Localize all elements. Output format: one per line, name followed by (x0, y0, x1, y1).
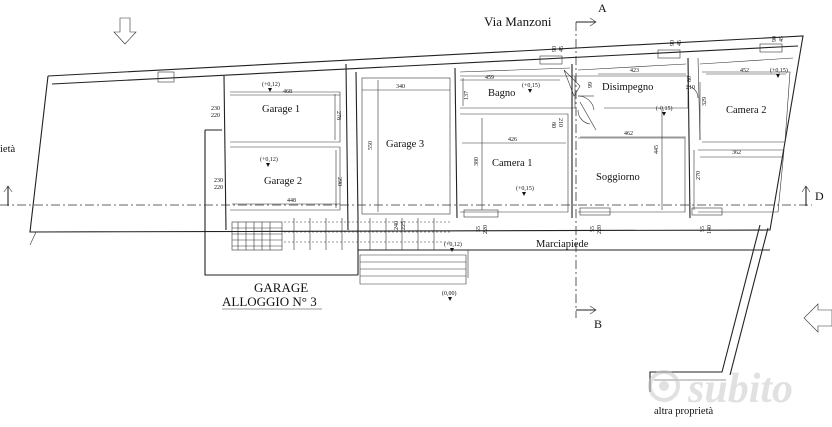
dim-dis-small: 80 (687, 76, 693, 82)
dim-g2-width: 448 (287, 198, 296, 204)
dim-bw3-b: 140 (707, 225, 713, 234)
watermark-text: subito (687, 366, 793, 412)
dim-win1-b: 45 (559, 46, 565, 52)
room-label-garage2: Garage 2 (264, 176, 302, 187)
arrow-down-icon (113, 17, 137, 45)
dim-bw1-b: 220 (483, 225, 489, 234)
dim-g1-side-a: 230 (211, 106, 220, 112)
dim-sog-width: 462 (624, 131, 633, 137)
level-garage1: (+0,12) (262, 81, 280, 88)
level-camera1: (+0,15) (516, 185, 534, 192)
room-label-camera1: Camera 1 (492, 158, 533, 169)
dim-g2-side-b: 220 (214, 185, 223, 191)
section-label-a: A (598, 1, 607, 15)
dim-sog-right: 362 (732, 150, 741, 156)
level-markers: (+0,12) (+0,12) (+0,15) (-0,15) (+0,15) … (260, 67, 788, 301)
watermark: subito (648, 366, 793, 412)
dim-bw1-a: 55 (476, 226, 482, 232)
section-label-b: B (594, 317, 602, 331)
title-line2: ALLOGGIO N° 3 (222, 294, 317, 309)
level-camera2: (+0,15) (770, 67, 788, 74)
dim-g3-door-a: 240 (394, 221, 400, 230)
level-marciapiede: (+0,12) (444, 241, 462, 248)
dim-win3-b: 45 (779, 36, 785, 42)
dim-bw3-a: 55 (700, 226, 706, 232)
dim-sog-height: 445 (654, 145, 660, 154)
dim-c1-height: 380 (474, 157, 480, 166)
room-label-garage1: Garage 1 (262, 104, 300, 115)
dim-c2-height: 329 (702, 97, 708, 106)
dim-c2-width: 452 (740, 68, 749, 74)
dim-g1-height: 278 (335, 111, 341, 120)
level-bagno: (+0,15) (522, 82, 540, 89)
dim-bw2-a: 55 (590, 226, 596, 232)
dim-bagno-height: 137 (464, 91, 470, 100)
section-label-d: D (815, 189, 824, 203)
room-label-bagno: Bagno (488, 88, 515, 99)
dim-g3-height: 550 (368, 141, 374, 150)
dim-g2-side-a: 230 (214, 178, 223, 184)
room-label-soggiorno: Soggiorno (596, 172, 640, 183)
dim-dis-v: 99 (588, 82, 594, 88)
garage-area (204, 129, 770, 285)
dimension-labels: 468 278 230 220 448 290 230 220 340 550 … (211, 36, 785, 234)
dim-g1-width: 468 (283, 89, 292, 95)
level-ground: (0,00) (442, 290, 457, 297)
dim-g3-door-b: 225 (401, 221, 407, 230)
dimension-lines (230, 73, 786, 212)
dim-win3-a: 90 (772, 36, 778, 42)
building-walls (29, 35, 804, 246)
dim-win2-a: 90 (670, 40, 676, 46)
dim-c1-width: 426 (508, 137, 517, 143)
dim-dis-width: 423 (630, 68, 639, 74)
windows (157, 43, 783, 218)
dim-bw2-b: 220 (597, 225, 603, 234)
dim-g2-height: 290 (336, 177, 342, 186)
dim-win1-a: 90 (552, 46, 558, 52)
dim-g1-side-b: 220 (211, 113, 220, 119)
property-right: altra proprietà (654, 406, 714, 417)
dim-win2-b: 45 (677, 40, 683, 46)
property-left: ietà (0, 144, 15, 155)
level-disimpegno: (-0,15) (656, 105, 673, 112)
room-label-garage3: Garage 3 (386, 139, 424, 150)
level-garage2: (+0,12) (260, 156, 278, 163)
dim-dis-side: 210 (686, 85, 695, 91)
room-label-disimpegno: Disimpegno (602, 82, 653, 93)
dim-bagno-width: 459 (485, 75, 494, 81)
room-label-marciapiede: Marciapiede (536, 239, 589, 250)
dim-g3-width: 340 (396, 84, 405, 90)
dim-sog-side: 270 (696, 171, 702, 180)
arrow-left-icon (803, 303, 832, 333)
dim-door-b: 210 (557, 118, 563, 127)
dim-door-a: 80 (550, 122, 556, 128)
title-line1: GARAGE (254, 280, 308, 295)
stairs (231, 218, 467, 285)
section-lines (0, 17, 812, 318)
room-label-camera2: Camera 2 (726, 105, 767, 116)
street-label: Via Manzoni (484, 14, 552, 29)
doors (563, 69, 699, 131)
